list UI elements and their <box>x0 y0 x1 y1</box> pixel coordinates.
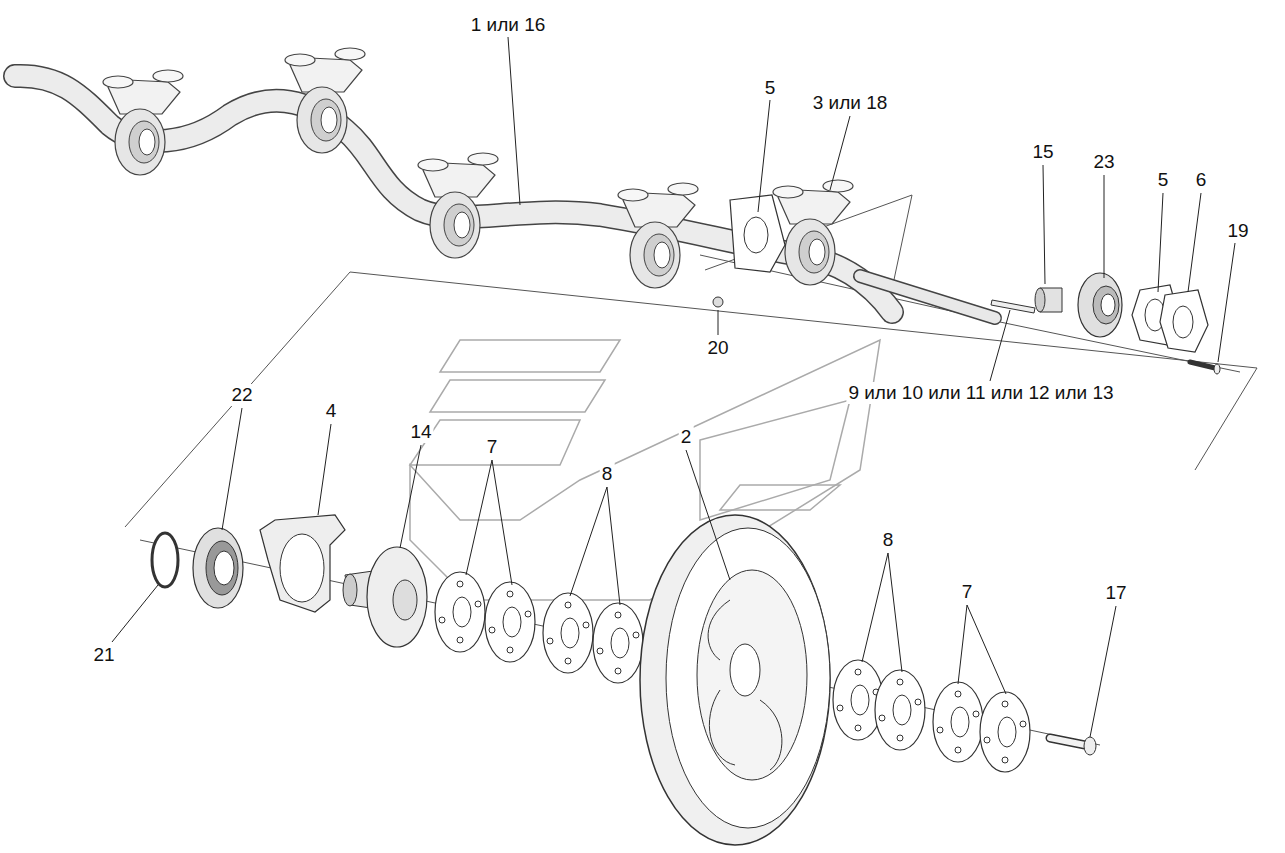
callout-number: 3 или 18 <box>811 92 890 114</box>
callout-number: 2 <box>679 426 694 448</box>
callout-number: 19 <box>1225 220 1250 242</box>
leader-lines <box>112 37 1235 737</box>
callout-number: 6 <box>1194 169 1209 191</box>
callout-number: 5 <box>1156 169 1171 191</box>
callout-number: 17 <box>1103 582 1128 604</box>
callout-number: 14 <box>408 421 433 443</box>
callout-number: 20 <box>705 337 730 359</box>
callout-number: 4 <box>324 400 339 422</box>
callout-number: 7 <box>960 581 975 603</box>
callout-number: 15 <box>1030 141 1055 163</box>
callout-number: 9 или 10 или 11 или 12 или 13 <box>846 382 1115 404</box>
watermark <box>410 340 880 600</box>
callout-number: 1 или 16 <box>469 14 548 36</box>
callout-number: 5 <box>763 77 778 99</box>
callout-number: 22 <box>229 384 254 406</box>
callout-number: 8 <box>881 529 896 551</box>
callout-number: 21 <box>91 644 116 666</box>
callout-number: 7 <box>485 436 500 458</box>
callout-number: 23 <box>1091 151 1116 173</box>
callout-number: 8 <box>600 463 615 485</box>
